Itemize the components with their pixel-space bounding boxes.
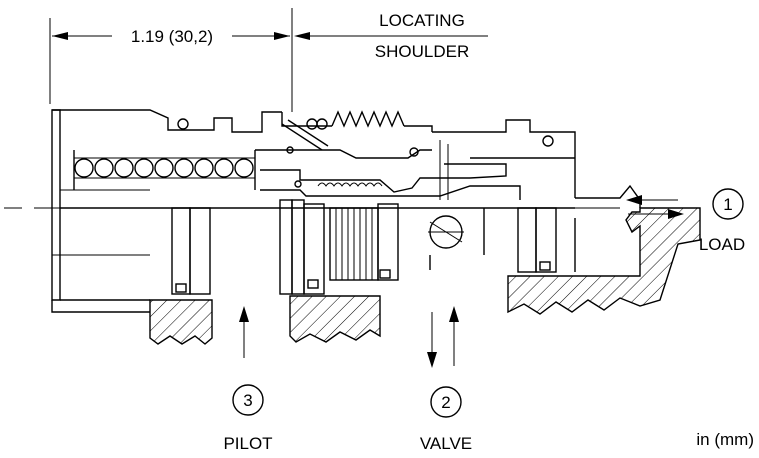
locating-shoulder-line1: LOCATING [379,11,465,30]
spring-coil [73,150,256,190]
port-3-group: 3 PILOT [223,384,273,453]
port-3-label: PILOT [223,434,272,453]
dimension-arrow-left [52,32,68,40]
lower-sleeve [51,199,575,313]
dimension-arrow-right [274,32,290,40]
port-1-label: LOAD [699,235,745,254]
port-2-number: 2 [441,393,450,412]
dimension-group: 1.19 (30,2) [49,8,293,112]
locating-shoulder-line2: SHOULDER [375,42,469,61]
internal-spool [255,140,575,200]
port-3-circle [232,384,264,416]
port-2-label: VALVE [420,434,472,453]
thread-teeth [331,110,405,128]
port-1-group: 1 LOAD [699,188,745,254]
port-2-group: 2 VALVE [420,386,472,453]
port-2-circle [430,386,462,418]
port-1-number: 1 [723,195,732,214]
shoulder-arrow [294,32,310,40]
port-3-number: 3 [243,391,252,410]
locating-shoulder-group: LOCATING SHOULDER [294,11,488,61]
cavity-hatching [149,184,701,345]
flow-arrows [239,195,684,368]
dimension-text: 1.19 (30,2) [131,27,213,46]
valve-housing [51,109,576,301]
units-label: in (mm) [696,430,754,449]
port-1-circle [712,188,744,220]
